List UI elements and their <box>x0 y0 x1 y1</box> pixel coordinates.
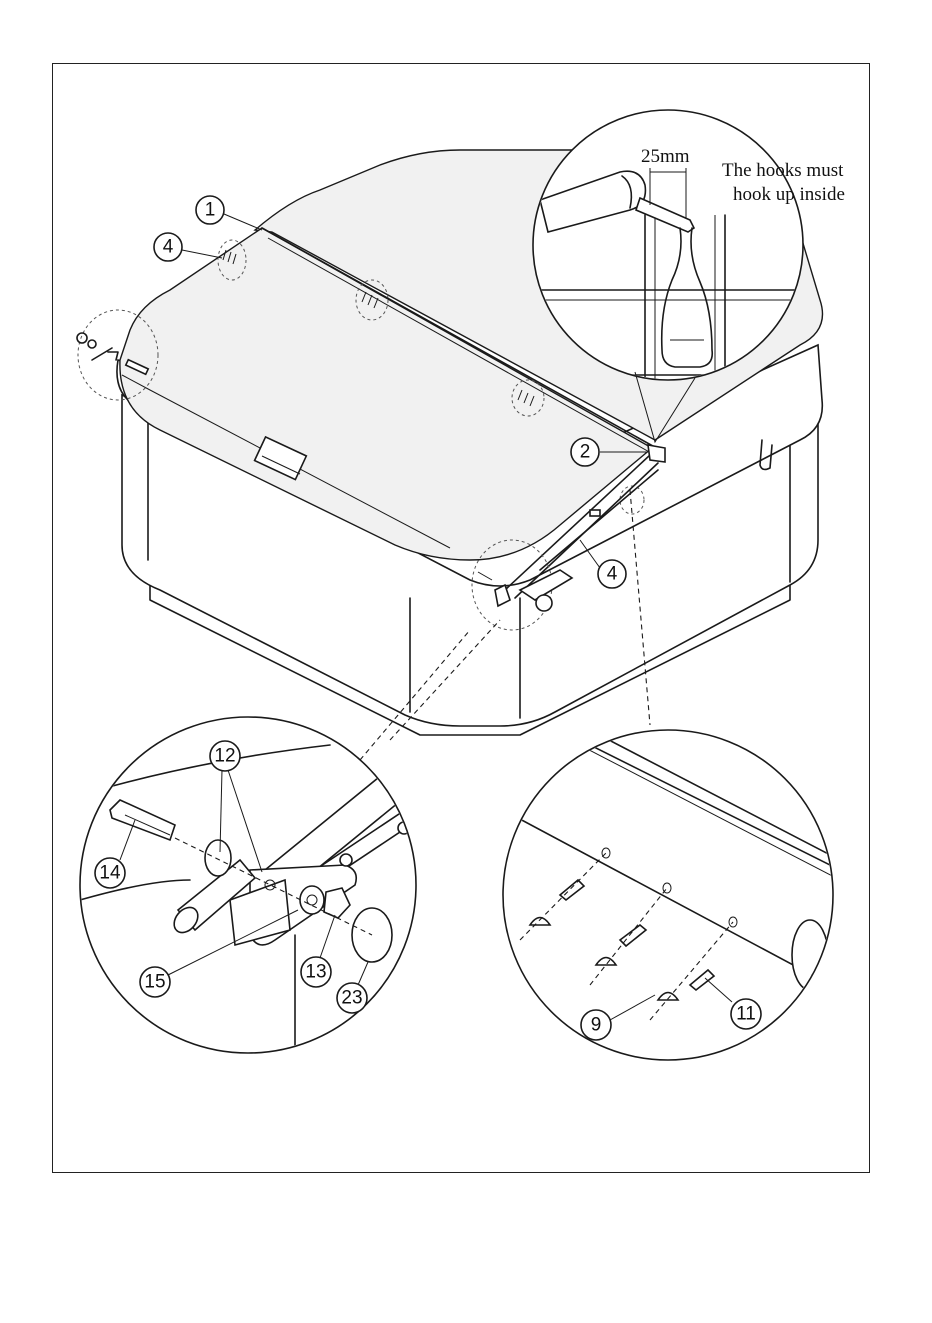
svg-text:13: 13 <box>305 962 326 983</box>
svg-text:12: 12 <box>214 746 235 767</box>
svg-text:11: 11 <box>736 1004 756 1025</box>
svg-text:23: 23 <box>341 988 362 1009</box>
dimension-label: 25mm <box>641 146 690 167</box>
svg-text:9: 9 <box>591 1015 602 1036</box>
callout-4-left: 4 <box>154 233 222 261</box>
callout-1: 1 <box>196 196 262 230</box>
svg-text:15: 15 <box>144 972 165 993</box>
svg-text:2: 2 <box>580 442 591 463</box>
svg-text:4: 4 <box>607 564 618 585</box>
svg-text:4: 4 <box>163 237 174 258</box>
svg-text:1: 1 <box>205 200 216 221</box>
hook-note-line1: The hooks must <box>722 160 844 181</box>
svg-text:14: 14 <box>99 863 121 884</box>
hook-note-line2: hook up inside <box>733 184 845 205</box>
